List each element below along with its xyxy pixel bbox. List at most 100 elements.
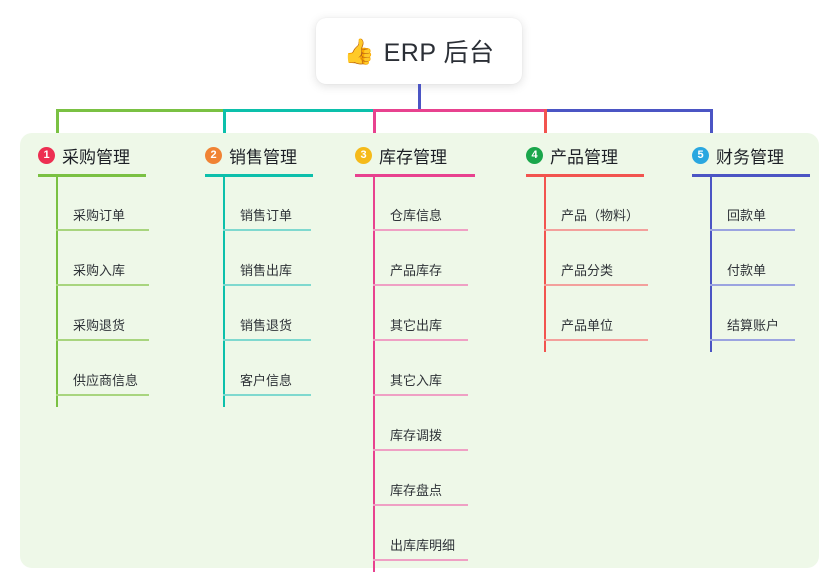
branch-3-item-1[interactable]: 仓库信息: [373, 189, 468, 231]
leaf-label: 其它入库: [390, 373, 443, 388]
branch-column-1: 1 采购管理采购订单采购入库采购退货供应商信息: [38, 133, 186, 563]
leaf-rule: [223, 284, 311, 286]
branch-5-item-1[interactable]: 回款单: [710, 189, 795, 231]
branch-bar-segment-5: [544, 109, 713, 112]
branch-drop-connector-4: [544, 109, 547, 145]
branch-3-item-7[interactable]: 出库库明细: [373, 519, 468, 561]
branch-1-item-4[interactable]: 供应商信息: [56, 354, 149, 396]
branch-spine-2: [223, 177, 225, 407]
branch-2-item-3[interactable]: 销售退货: [223, 299, 311, 341]
branch-spine-5: [710, 177, 712, 352]
branch-number-badge-4: 4: [526, 147, 543, 164]
root-node-erp-backend[interactable]: 👍 ERP 后台: [316, 18, 522, 84]
leaf-rule: [710, 284, 795, 286]
leaf-label: 采购退货: [73, 318, 126, 333]
root-stem-connector: [418, 84, 421, 112]
branch-drop-connector-5: [710, 109, 713, 145]
leaf-label: 客户信息: [240, 373, 293, 388]
leaf-label: 产品库存: [390, 263, 443, 278]
leaf-label: 采购订单: [73, 208, 126, 223]
leaf-rule: [373, 449, 468, 451]
leaf-rule: [56, 284, 149, 286]
leaf-label: 仓库信息: [390, 208, 443, 223]
leaf-rule: [223, 229, 311, 231]
branch-1-item-3[interactable]: 采购退货: [56, 299, 149, 341]
branch-2-item-4[interactable]: 客户信息: [223, 354, 311, 396]
branch-spine-1: [56, 177, 58, 407]
branch-1-item-1[interactable]: 采购订单: [56, 189, 149, 231]
leaf-label: 产品单位: [561, 318, 614, 333]
leaf-rule: [373, 504, 468, 506]
branch-header-rule-1: [38, 174, 146, 177]
branch-3-item-3[interactable]: 其它出库: [373, 299, 468, 341]
leaf-label: 产品分类: [561, 263, 614, 278]
branch-bar-segment-2: [223, 109, 376, 112]
branch-5-item-2[interactable]: 付款单: [710, 244, 795, 286]
leaf-label: 库存调拨: [390, 428, 443, 443]
branch-3-item-2[interactable]: 产品库存: [373, 244, 468, 286]
branch-header-2[interactable]: 2 销售管理: [205, 143, 297, 168]
branch-3-item-5[interactable]: 库存调拨: [373, 409, 468, 451]
branch-column-4: 4 产品管理产品（物料） 产品分类产品单位: [526, 133, 684, 563]
thumbs-up-icon: 👍: [343, 36, 375, 66]
branch-number-badge-1: 1: [38, 147, 55, 164]
leaf-rule: [544, 339, 648, 341]
branch-number-badge-2: 2: [205, 147, 222, 164]
branch-header-rule-4: [526, 174, 644, 177]
branch-spine-4: [544, 177, 546, 352]
leaf-rule: [223, 339, 311, 341]
leaf-label: 产品（物料）: [561, 208, 640, 223]
branch-title-4: 产品管理: [550, 148, 618, 167]
branch-5-item-3[interactable]: 结算账户: [710, 299, 795, 341]
branch-3-item-6[interactable]: 库存盘点: [373, 464, 468, 506]
branch-drop-connector-3: [373, 109, 376, 145]
leaf-rule: [373, 284, 468, 286]
leaf-rule: [710, 339, 795, 341]
leaf-rule: [373, 559, 468, 561]
leaf-rule: [544, 284, 648, 286]
leaf-label: 销售出库: [240, 263, 293, 278]
branch-spine-3: [373, 177, 375, 572]
branch-3-item-4[interactable]: 其它入库: [373, 354, 468, 396]
leaf-label: 供应商信息: [73, 373, 139, 388]
branch-bar-segment-1: [56, 109, 226, 112]
leaf-rule: [710, 229, 795, 231]
branch-2-item-1[interactable]: 销售订单: [223, 189, 311, 231]
branch-2-item-2[interactable]: 销售出库: [223, 244, 311, 286]
leaf-label: 结算账户: [727, 318, 780, 333]
leaf-label: 其它出库: [390, 318, 443, 333]
branch-column-2: 2 销售管理销售订单销售出库销售退货客户信息: [205, 133, 353, 563]
branch-header-rule-3: [355, 174, 475, 177]
branch-title-5: 财务管理: [716, 148, 784, 167]
branch-4-item-1[interactable]: 产品（物料）: [544, 189, 648, 231]
branch-4-item-3[interactable]: 产品单位: [544, 299, 648, 341]
branches-panel: [20, 133, 819, 568]
leaf-rule: [56, 394, 149, 396]
branch-drop-connector-2: [223, 109, 226, 145]
branch-1-item-2[interactable]: 采购入库: [56, 244, 149, 286]
leaf-label: 付款单: [727, 263, 767, 278]
branch-title-1: 采购管理: [62, 148, 130, 167]
leaf-rule: [56, 229, 149, 231]
leaf-rule: [544, 229, 648, 231]
leaf-label: 采购入库: [73, 263, 126, 278]
branch-title-3: 库存管理: [379, 148, 447, 167]
leaf-rule: [373, 339, 468, 341]
branch-header-1[interactable]: 1 采购管理: [38, 143, 130, 168]
branch-drop-connector-1: [56, 109, 59, 145]
leaf-label: 库存盘点: [390, 483, 443, 498]
root-node-title: ERP 后台: [383, 39, 495, 67]
leaf-label: 销售订单: [240, 208, 293, 223]
leaf-rule: [223, 394, 311, 396]
leaf-label: 出库库明细: [390, 538, 456, 553]
leaf-label: 回款单: [727, 208, 767, 223]
branch-4-item-2[interactable]: 产品分类: [544, 244, 648, 286]
branch-title-2: 销售管理: [229, 148, 297, 167]
branch-bar-segment-3: [373, 109, 547, 112]
branch-header-4[interactable]: 4 产品管理: [526, 143, 618, 168]
